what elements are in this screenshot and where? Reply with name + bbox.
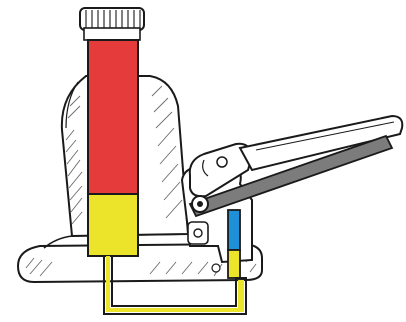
pump-cylinder [228,210,240,278]
pump-fluid-chamber [228,250,240,278]
pressurized-fluid-chamber [88,194,138,256]
main-cylinder [88,40,138,256]
pivot-pin-icon [192,196,208,212]
pump-piston [228,210,240,250]
ram-oil-chamber [88,40,138,194]
ridged-cap-icon [80,8,144,40]
